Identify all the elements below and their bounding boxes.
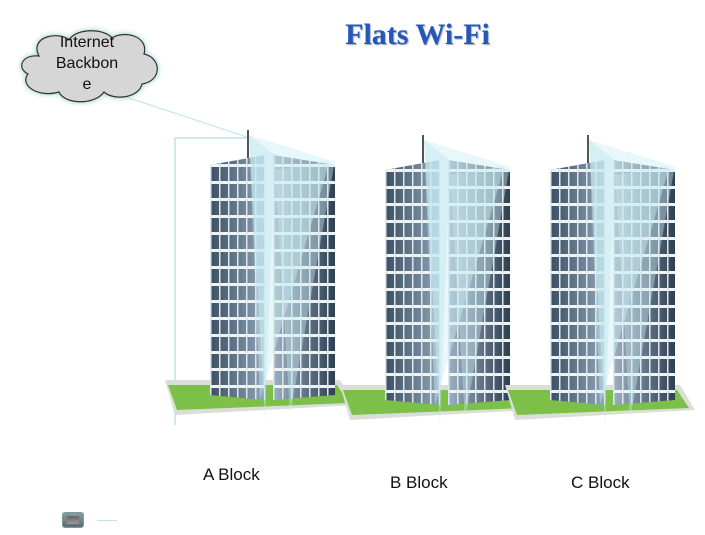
building-c xyxy=(505,135,695,425)
cloud-label: Internet Backbon e xyxy=(42,32,132,95)
block-b-label: B Block xyxy=(390,473,448,492)
cloud-line: e xyxy=(82,76,92,93)
cloud-line: Backbon xyxy=(55,55,119,72)
building-a xyxy=(165,130,355,420)
building-b xyxy=(340,135,530,425)
block-c-label: C Block xyxy=(571,473,630,492)
nav-divider xyxy=(97,520,117,521)
backbone-drop xyxy=(174,137,250,425)
block-a-label: A Block xyxy=(203,465,260,484)
slide-nav-button[interactable] xyxy=(62,512,84,528)
internet-cloud-icon xyxy=(21,30,158,103)
slide-title: Flats Wi-Fi xyxy=(345,18,490,51)
backbone-link xyxy=(119,94,251,139)
cloud-line: Internet xyxy=(59,34,115,51)
